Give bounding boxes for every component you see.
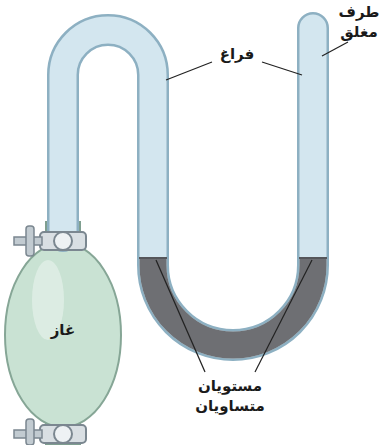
stopcock <box>14 419 86 445</box>
stopcock <box>14 226 86 256</box>
part-label: طرف مغلق <box>333 2 385 43</box>
part-label: فراغ <box>220 44 255 64</box>
mercury <box>153 258 313 345</box>
tube-outline <box>63 28 313 345</box>
mercury-level <box>139 257 167 259</box>
leader-line <box>262 62 302 75</box>
leader-line <box>166 62 212 80</box>
glass-tube <box>63 28 313 345</box>
part-label: مستويان متساويان <box>185 376 275 417</box>
leader-line <box>255 260 312 372</box>
mercury-level <box>299 257 327 259</box>
leader-line <box>322 42 348 56</box>
leader-line <box>156 260 205 372</box>
gas-bulb <box>5 243 121 427</box>
part-label: غاز <box>51 320 76 340</box>
